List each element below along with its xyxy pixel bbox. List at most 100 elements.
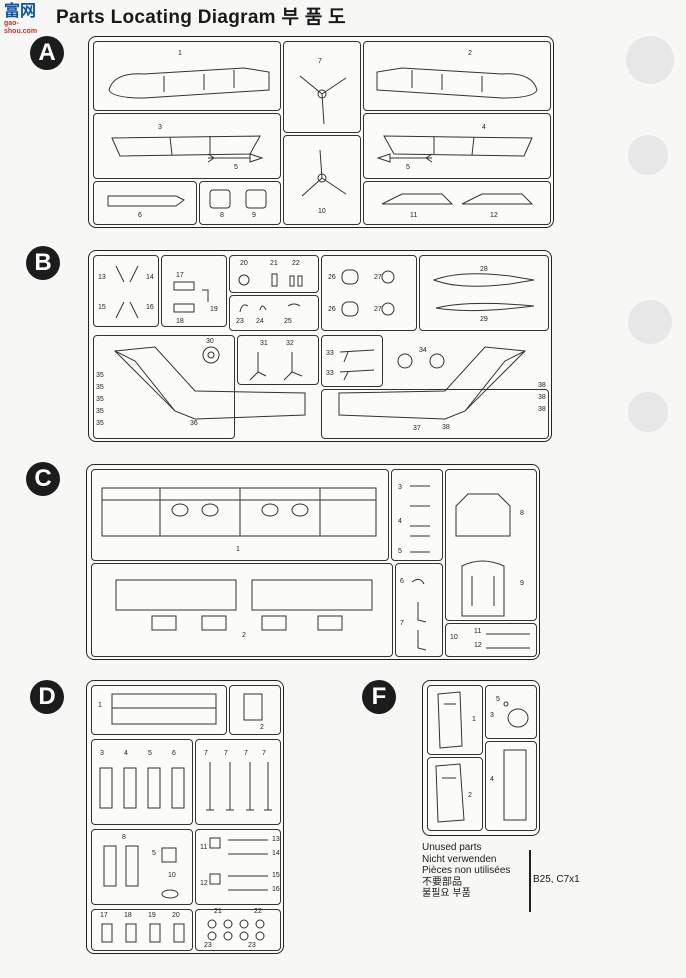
part-number: 38 <box>538 406 546 413</box>
watermark-logo: 富网 gao-shou.com <box>4 3 40 36</box>
part-cell-b28-29: 28 29 <box>419 255 549 331</box>
part-number: 19 <box>210 306 218 313</box>
part-number: 4 <box>482 124 486 131</box>
part-number: 13 <box>272 836 280 843</box>
part-number: 3 <box>398 484 402 491</box>
part-number: 38 <box>538 382 546 389</box>
part-number: 5 <box>234 164 238 171</box>
part-number: 10 <box>318 208 326 215</box>
bleed-through-mark <box>628 300 672 344</box>
small-parts-drawing <box>209 837 268 891</box>
part-number: 7 <box>262 750 266 757</box>
fuselage-part-drawing <box>376 67 538 99</box>
part-number: 22 <box>254 908 262 915</box>
window-part-drawing <box>437 691 463 749</box>
window-part-drawing <box>115 265 139 319</box>
part-number: 27 <box>374 274 382 281</box>
bleed-through-mark <box>628 392 668 432</box>
cabin-part-drawing <box>455 493 511 617</box>
part-number: 8 <box>520 510 524 517</box>
part-cell-a6: 6 <box>93 181 197 225</box>
rocket-part-drawing <box>376 153 433 163</box>
part-number: 23 <box>248 942 256 949</box>
part-cell-a10: 10 <box>283 135 361 225</box>
unused-line-de: Nicht verwenden <box>422 853 497 865</box>
part-number: 25 <box>284 318 292 325</box>
fuselage-part-drawing <box>108 67 270 99</box>
sprue-badge-b: B <box>26 246 60 280</box>
floor-part-drawing <box>101 487 377 537</box>
part-number: 7 <box>318 58 322 65</box>
unused-bracket <box>523 850 531 912</box>
part-number: 16 <box>146 304 154 311</box>
small-parts-drawing <box>238 273 303 287</box>
canopy-part-drawing <box>503 701 529 728</box>
part-number: 23 <box>204 942 212 949</box>
part-cell-b30-32: 30 31 32 <box>206 335 319 385</box>
window-part-drawing <box>503 749 527 821</box>
part-cell-b17-19: 17 18 19 <box>161 255 227 327</box>
part-cell-f4: 4 <box>485 741 537 831</box>
part-cell-d2: 2 <box>229 685 281 735</box>
part-number: 29 <box>480 316 488 323</box>
bleed-through-mark <box>628 135 668 175</box>
part-cell-d17-20: 17 18 19 20 <box>91 909 193 951</box>
part-cell-a4: 4 5 <box>363 113 551 179</box>
part-number: 11 <box>474 628 482 635</box>
sprue-badge-a: A <box>30 36 64 70</box>
sprue-frame-d: 1 2 3 4 5 6 7 7 7 7 8 5 10 11 12 13 14 1… <box>86 680 284 954</box>
part-cell-c1: 1 <box>91 469 389 561</box>
small-parts-drawing <box>411 578 427 651</box>
part-number: 24 <box>256 318 264 325</box>
panel-part-drawing <box>243 693 263 721</box>
part-number: 21 <box>214 908 222 915</box>
part-number: 22 <box>292 260 300 267</box>
bleed-through-mark <box>626 36 674 84</box>
part-number: 15 <box>98 304 106 311</box>
part-number: 36 <box>190 420 198 427</box>
fuselage-half-drawing <box>113 346 306 420</box>
part-cell-c10-12: 10 11 12 <box>445 623 537 657</box>
part-cell-a1: 1 <box>93 41 281 111</box>
sprue-badge-c: C <box>26 462 60 496</box>
part-number: 9 <box>520 580 524 587</box>
part-number: 18 <box>176 318 184 325</box>
part-number: 1 <box>472 716 476 723</box>
part-cell-c2: 2 <box>91 563 393 657</box>
wing-part-drawing <box>383 135 533 157</box>
unused-line-jp: 不要部品 <box>422 876 462 888</box>
small-parts-drawing <box>486 633 530 649</box>
part-number: 31 <box>260 340 268 347</box>
part-cell-c8-9: 8 9 <box>445 469 537 621</box>
part-number: 14 <box>146 274 154 281</box>
part-number: 23 <box>236 318 244 325</box>
part-number: 10 <box>168 872 176 879</box>
part-cell-b20-22: 20 21 22 <box>229 255 319 293</box>
window-part-drawing <box>209 189 267 209</box>
part-number: 5 <box>148 750 152 757</box>
tail-part-drawing <box>381 193 534 205</box>
wheel-part-drawing <box>207 919 265 941</box>
unused-line-kr: 불필요 부품 <box>422 888 471 899</box>
part-number: 3 <box>490 712 494 719</box>
part-number: 9 <box>252 212 256 219</box>
part-number: 26 <box>328 306 336 313</box>
watermark-logo-text: 富网 <box>4 3 37 20</box>
part-number: 7 <box>224 750 228 757</box>
part-number: 13 <box>98 274 106 281</box>
floor-part-drawing <box>107 195 185 207</box>
landing-gear-drawing <box>249 352 303 381</box>
part-number: 7 <box>400 620 404 627</box>
part-number: 21 <box>270 260 278 267</box>
part-number: 27 <box>374 306 382 313</box>
part-number: 1 <box>178 50 182 57</box>
part-cell-d7: 7 7 7 7 <box>195 739 281 825</box>
page-title: Parts Locating Diagram 부 품 도 <box>56 7 346 28</box>
part-number: 34 <box>419 347 427 354</box>
part-number: 30 <box>206 338 214 345</box>
part-number: 35 <box>96 408 104 415</box>
part-number: 12 <box>200 880 208 887</box>
part-cell-a2: 2 <box>363 41 551 111</box>
sprue-badge-d: D <box>30 680 64 714</box>
part-number: 11 <box>410 212 418 219</box>
